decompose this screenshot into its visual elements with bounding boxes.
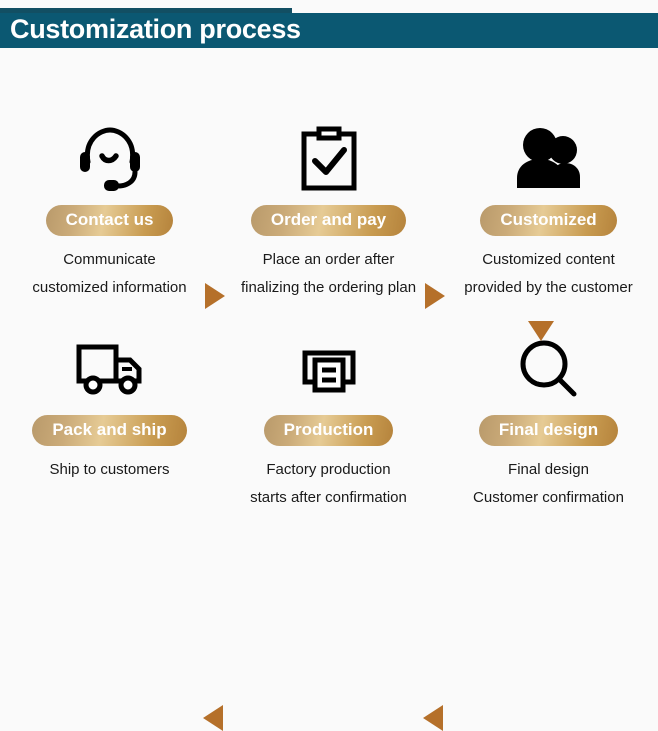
badge-order-and-pay[interactable]: Order and pay (250, 204, 407, 236)
badge-customized[interactable]: Customized (480, 204, 617, 236)
caption-line-1: Factory production (266, 461, 391, 478)
caption-line-1: Customized content (482, 251, 615, 268)
caption-line-1: Communicate (63, 251, 156, 268)
step-pack-and-ship[interactable]: Pack and ship Ship to customers (0, 328, 219, 543)
caption-line-2: finalizing the ordering plan (240, 279, 417, 296)
badge-production[interactable]: Production (263, 414, 394, 446)
caption-line-2: provided by the customer (464, 279, 633, 296)
badge-pack-and-ship[interactable]: Pack and ship (32, 414, 187, 446)
arrow-customized-to-final-design-icon (528, 321, 554, 341)
caption-contact-us: Communicate customized information (0, 246, 219, 302)
step-production[interactable]: Production Factory production starts aft… (219, 328, 438, 543)
step-final-design[interactable]: Final design Final design Customer confi… (439, 328, 658, 543)
badge-pack-and-ship-wrap: Pack and ship (0, 413, 219, 447)
caption-line-2: customized information (32, 279, 187, 296)
caption-production: Factory production starts after confirma… (219, 456, 438, 512)
users-group-icon (439, 118, 658, 200)
arrow-order-to-customized-icon (425, 283, 445, 309)
badge-contact-us[interactable]: Contact us (45, 204, 174, 236)
badge-final-design[interactable]: Final design (478, 414, 619, 446)
magnifier-search-icon (439, 328, 658, 410)
caption-customized: Customized content provided by the custo… (439, 246, 658, 302)
page-header: Customization process (0, 0, 658, 56)
delivery-truck-icon (0, 328, 219, 410)
step-order-and-pay[interactable]: Order and pay Place an order after final… (219, 118, 438, 333)
badge-contact-us-wrap: Contact us (0, 203, 219, 237)
caption-final-design: Final design Customer confirmation (439, 456, 658, 512)
badge-production-wrap: Production (219, 413, 438, 447)
process-row-top: Contact us Communicate customized inform… (0, 118, 658, 333)
caption-order-and-pay: Place an order after finalizing the orde… (219, 246, 438, 302)
headset-support-icon (0, 118, 219, 200)
badge-order-and-pay-wrap: Order and pay (219, 203, 438, 237)
badge-final-design-wrap: Final design (439, 413, 658, 447)
caption-pack-and-ship: Ship to customers (0, 456, 219, 484)
header-bar (0, 13, 658, 48)
process-flow: Contact us Communicate customized inform… (0, 56, 658, 731)
caption-line-1: Place an order after (262, 251, 395, 268)
arrow-contact-to-order-icon (205, 283, 225, 309)
process-row-bottom: Pack and ship Ship to customers Producti… (0, 328, 658, 731)
caption-line-2: starts after confirmation (250, 489, 407, 506)
arrow-final-design-to-production-icon (423, 705, 443, 731)
caption-line-1: Final design (508, 461, 589, 478)
step-customized[interactable]: Customized Customized content provided b… (439, 118, 658, 333)
page-title: Customization process (10, 14, 301, 44)
badge-customized-wrap: Customized (439, 203, 658, 237)
caption-line-2: Customer confirmation (473, 489, 624, 506)
arrow-production-to-pack-icon (203, 705, 223, 731)
clipboard-check-icon (219, 118, 438, 200)
step-contact-us[interactable]: Contact us Communicate customized inform… (0, 118, 219, 333)
printer-icon (219, 328, 438, 410)
caption-line-1: Ship to customers (49, 461, 170, 478)
